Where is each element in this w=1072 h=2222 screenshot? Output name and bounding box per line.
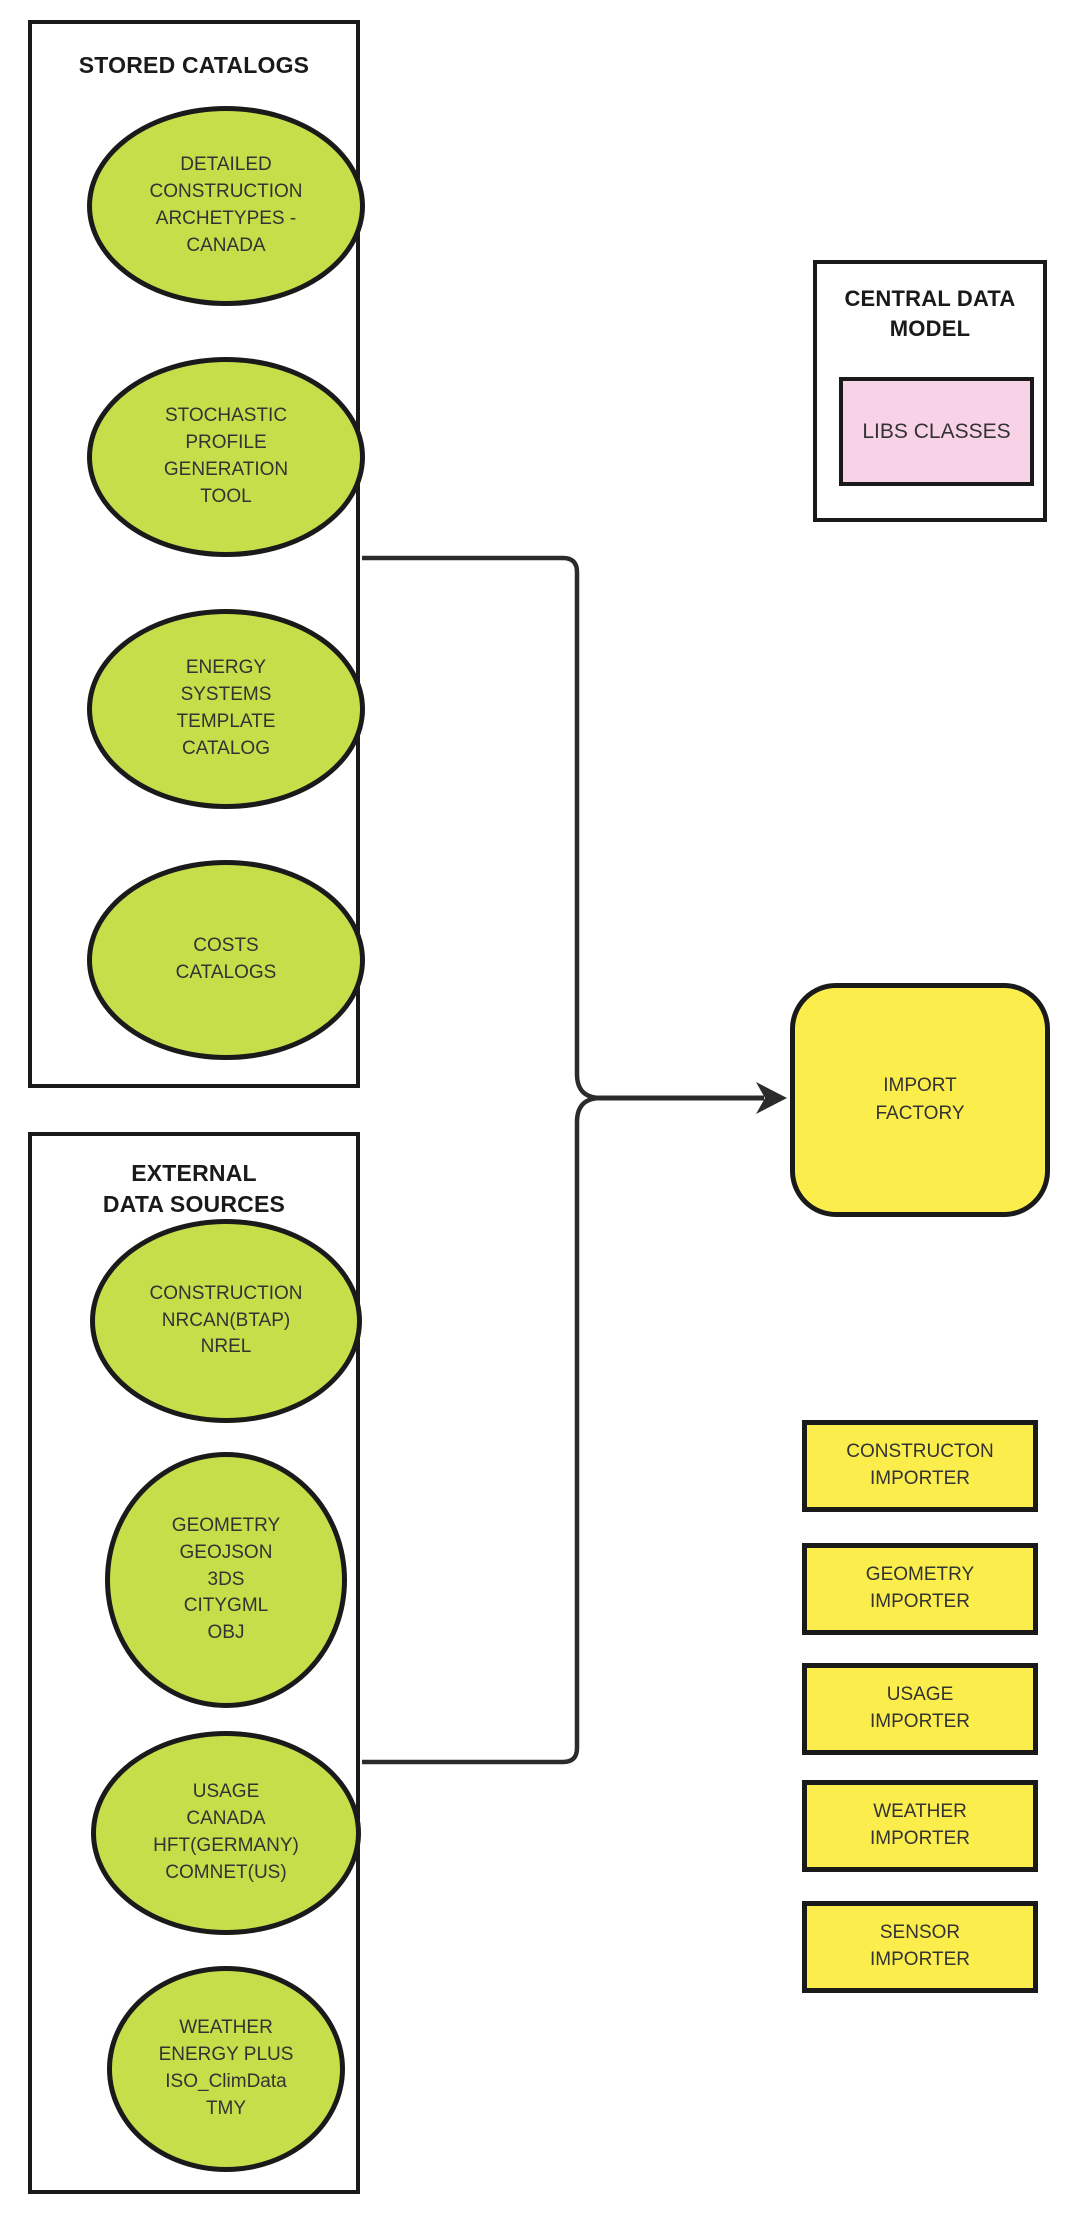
node-label: LIBS CLASSES — [862, 419, 1011, 443]
node-sensor-importer: SENSOR IMPORTER — [802, 1901, 1038, 1993]
node-label: DETAILED CONSTRUCTION ARCHETYPES - CANAD… — [149, 154, 303, 256]
node-geometry-sources: GEOMETRY GEOJSON 3DS CITYGML OBJ — [105, 1452, 347, 1708]
node-geometry-importer: GEOMETRY IMPORTER — [802, 1543, 1038, 1635]
node-label: USAGE IMPORTER — [870, 1684, 970, 1732]
connector-external-sources-to-import-factory — [362, 1095, 602, 1765]
node-label: CONSTRUCTON IMPORTER — [846, 1441, 994, 1489]
node-label: WEATHER ENERGY PLUS ISO_ClimData TMY — [158, 2017, 294, 2119]
node-label: STOCHASTIC PROFILE GENERATION TOOL — [163, 405, 289, 507]
central-data-model-title: CENTRAL DATA MODEL — [844, 286, 1016, 341]
node-label: GEOMETRY IMPORTER — [865, 1564, 975, 1612]
node-label: CONSTRUCTION NRCAN(BTAP) NREL — [149, 1282, 303, 1358]
node-import-factory: IMPORT FACTORY — [790, 983, 1050, 1217]
node-libs-classes: LIBS CLASSES — [839, 377, 1034, 486]
node-weather-sources: WEATHER ENERGY PLUS ISO_ClimData TMY — [107, 1966, 345, 2172]
arrowhead-icon — [756, 1082, 787, 1114]
node-stochastic-profile-generation-tool: STOCHASTIC PROFILE GENERATION TOOL — [87, 357, 365, 557]
node-label: GEOMETRY GEOJSON 3DS CITYGML OBJ — [171, 1514, 281, 1644]
central-data-model-group: CENTRAL DATA MODEL LIBS CLASSES — [813, 260, 1047, 522]
node-usage-sources: USAGE CANADA HFT(GERMANY) COMNET(US) — [91, 1731, 361, 1935]
external-data-sources-title: EXTERNAL DATA SOURCES — [102, 1160, 286, 1218]
stored-catalogs-title: STORED CATALOGS — [78, 52, 310, 78]
external-data-sources-group: EXTERNAL DATA SOURCES CONSTRUCTION NRCAN… — [28, 1132, 362, 2194]
stored-catalogs-group: STORED CATALOGS DETAILED CONSTRUCTION AR… — [28, 20, 365, 1088]
node-label: USAGE CANADA HFT(GERMANY) COMNET(US) — [153, 1781, 299, 1883]
node-label: IMPORT FACTORY — [875, 1075, 965, 1124]
node-costs-catalogs: COSTS CATALOGS — [87, 860, 365, 1060]
node-label: WEATHER IMPORTER — [870, 1801, 970, 1849]
node-label: ENERGY SYSTEMS TEMPLATE CATALOG — [176, 657, 276, 759]
node-construction-sources: CONSTRUCTION NRCAN(BTAP) NREL — [90, 1219, 362, 1423]
node-usage-importer: USAGE IMPORTER — [802, 1663, 1038, 1755]
node-detailed-construction-archetypes: DETAILED CONSTRUCTION ARCHETYPES - CANAD… — [87, 106, 365, 306]
node-constructon-importer: CONSTRUCTON IMPORTER — [802, 1420, 1038, 1512]
node-weather-importer: WEATHER IMPORTER — [802, 1780, 1038, 1872]
node-energy-systems-template-catalog: ENERGY SYSTEMS TEMPLATE CATALOG — [87, 609, 365, 809]
connector-stored-catalogs-to-import-factory — [362, 555, 602, 1101]
node-label: SENSOR IMPORTER — [870, 1922, 970, 1970]
node-label: COSTS CATALOGS — [175, 935, 277, 983]
